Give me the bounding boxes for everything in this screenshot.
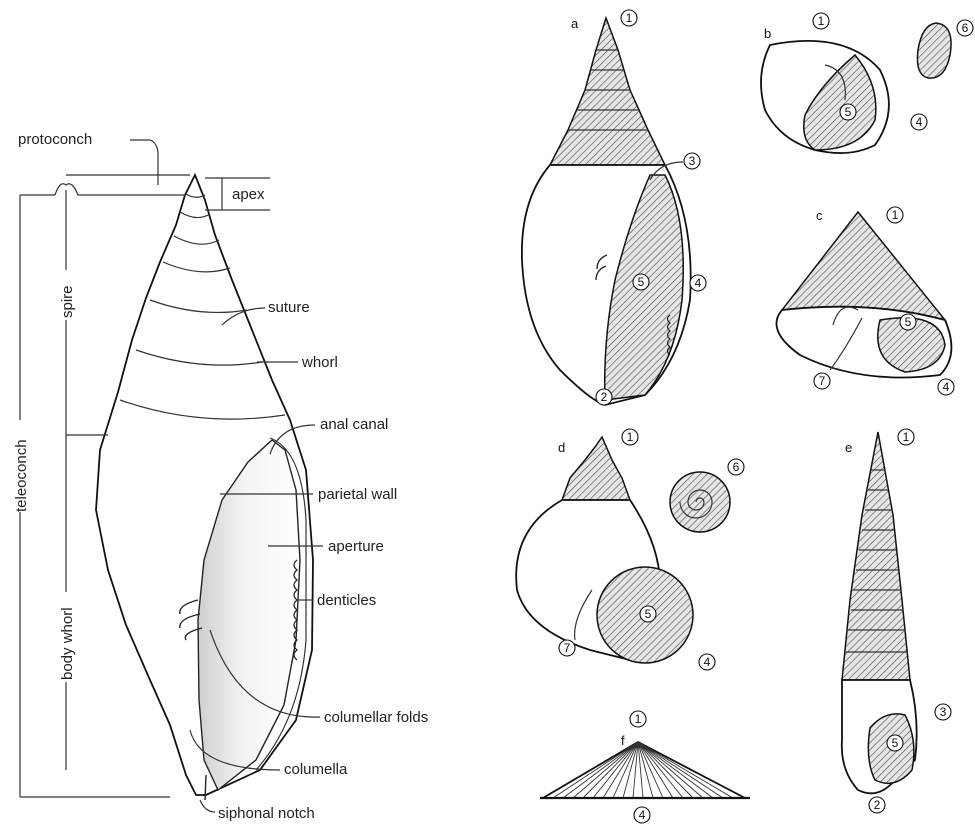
panel-f-limpet <box>543 742 745 798</box>
panel-a-marker-1-text: 1 <box>626 11 633 25</box>
siphonal-notch-mark <box>205 775 206 800</box>
panel-d-spire <box>562 437 630 500</box>
panel-c-marker-4-text: 4 <box>943 380 950 394</box>
panel-b-marker-5-text: 5 <box>845 105 852 119</box>
panel-e-marker-1-text: 1 <box>903 430 910 444</box>
panel-c-letter: c <box>816 208 823 223</box>
panel-a-marker-5-text: 5 <box>638 275 645 289</box>
panel-d: d 1 4 5 6 7 <box>516 429 744 670</box>
panel-b-operculum <box>917 23 951 78</box>
label-apex: apex <box>232 186 265 203</box>
panel-a-spire <box>550 18 665 165</box>
label-suture: suture <box>268 299 310 316</box>
panel-a: a 1 2 3 4 5 <box>522 10 706 405</box>
label-whorl: whorl <box>301 354 338 371</box>
panel-a-marker-2-text: 2 <box>601 390 608 404</box>
panel-f-letter: f <box>621 733 625 748</box>
panel-c: c 1 4 5 7 <box>776 207 954 395</box>
label-denticles: denticles <box>317 592 376 609</box>
panel-b: b 1 4 5 6 <box>761 13 973 153</box>
label-anal-canal: anal canal <box>320 416 388 433</box>
panel-d-marker-6-text: 6 <box>733 460 740 474</box>
protoconch-leader <box>130 140 158 185</box>
panel-e-marker-3-text: 3 <box>940 705 947 719</box>
panel-b-marker-6-text: 6 <box>962 21 969 35</box>
panel-b-marker-4-text: 4 <box>916 115 923 129</box>
panel-a-marker-3-text: 3 <box>689 154 696 168</box>
siphonal-notch-leader <box>200 800 215 812</box>
protoconch-bracket <box>55 184 185 195</box>
panel-a-marker-4-text: 4 <box>695 276 702 290</box>
panel-f-marker-1-text: 1 <box>635 712 642 726</box>
label-aperture: aperture <box>328 538 384 555</box>
label-protoconch: protoconch <box>18 131 92 148</box>
panel-b-letter: b <box>764 26 771 41</box>
panel-d-operculum <box>670 472 730 532</box>
panel-c-cone <box>782 212 945 320</box>
label-parietal-wall: parietal wall <box>318 486 397 503</box>
panel-d-marker-5-text: 5 <box>645 607 652 621</box>
panel-f-marker-4-text: 4 <box>639 808 646 822</box>
panel-d-marker-4-text: 4 <box>704 655 711 669</box>
panel-d-marker-1-text: 1 <box>627 430 634 444</box>
panel-f: f 1 4 <box>540 711 750 823</box>
panel-e-letter: e <box>845 440 852 455</box>
panel-e-marker-2-text: 2 <box>874 798 881 812</box>
label-body-whorl: body whorl <box>59 607 76 680</box>
panel-e-marker-5-text: 5 <box>892 736 899 750</box>
panel-c-marker-7-text: 7 <box>819 374 826 388</box>
panel-c-marker-5-text: 5 <box>905 315 912 329</box>
label-teleoconch: teleoconch <box>13 439 30 512</box>
label-columella: columella <box>284 761 348 778</box>
panel-c-marker-1-text: 1 <box>892 208 899 222</box>
label-siphonal-notch: siphonal notch <box>218 805 315 822</box>
panel-a-letter: a <box>571 16 579 31</box>
label-columellar-folds: columellar folds <box>324 709 428 726</box>
panel-e: e 1 2 3 5 <box>842 429 951 813</box>
label-spire: spire <box>59 285 76 318</box>
panel-d-marker-7-text: 7 <box>564 641 571 655</box>
panel-d-letter: d <box>558 440 565 455</box>
panel-b-marker-1-text: 1 <box>818 14 825 28</box>
panel-e-spire <box>842 432 910 680</box>
main-shell <box>96 175 313 800</box>
